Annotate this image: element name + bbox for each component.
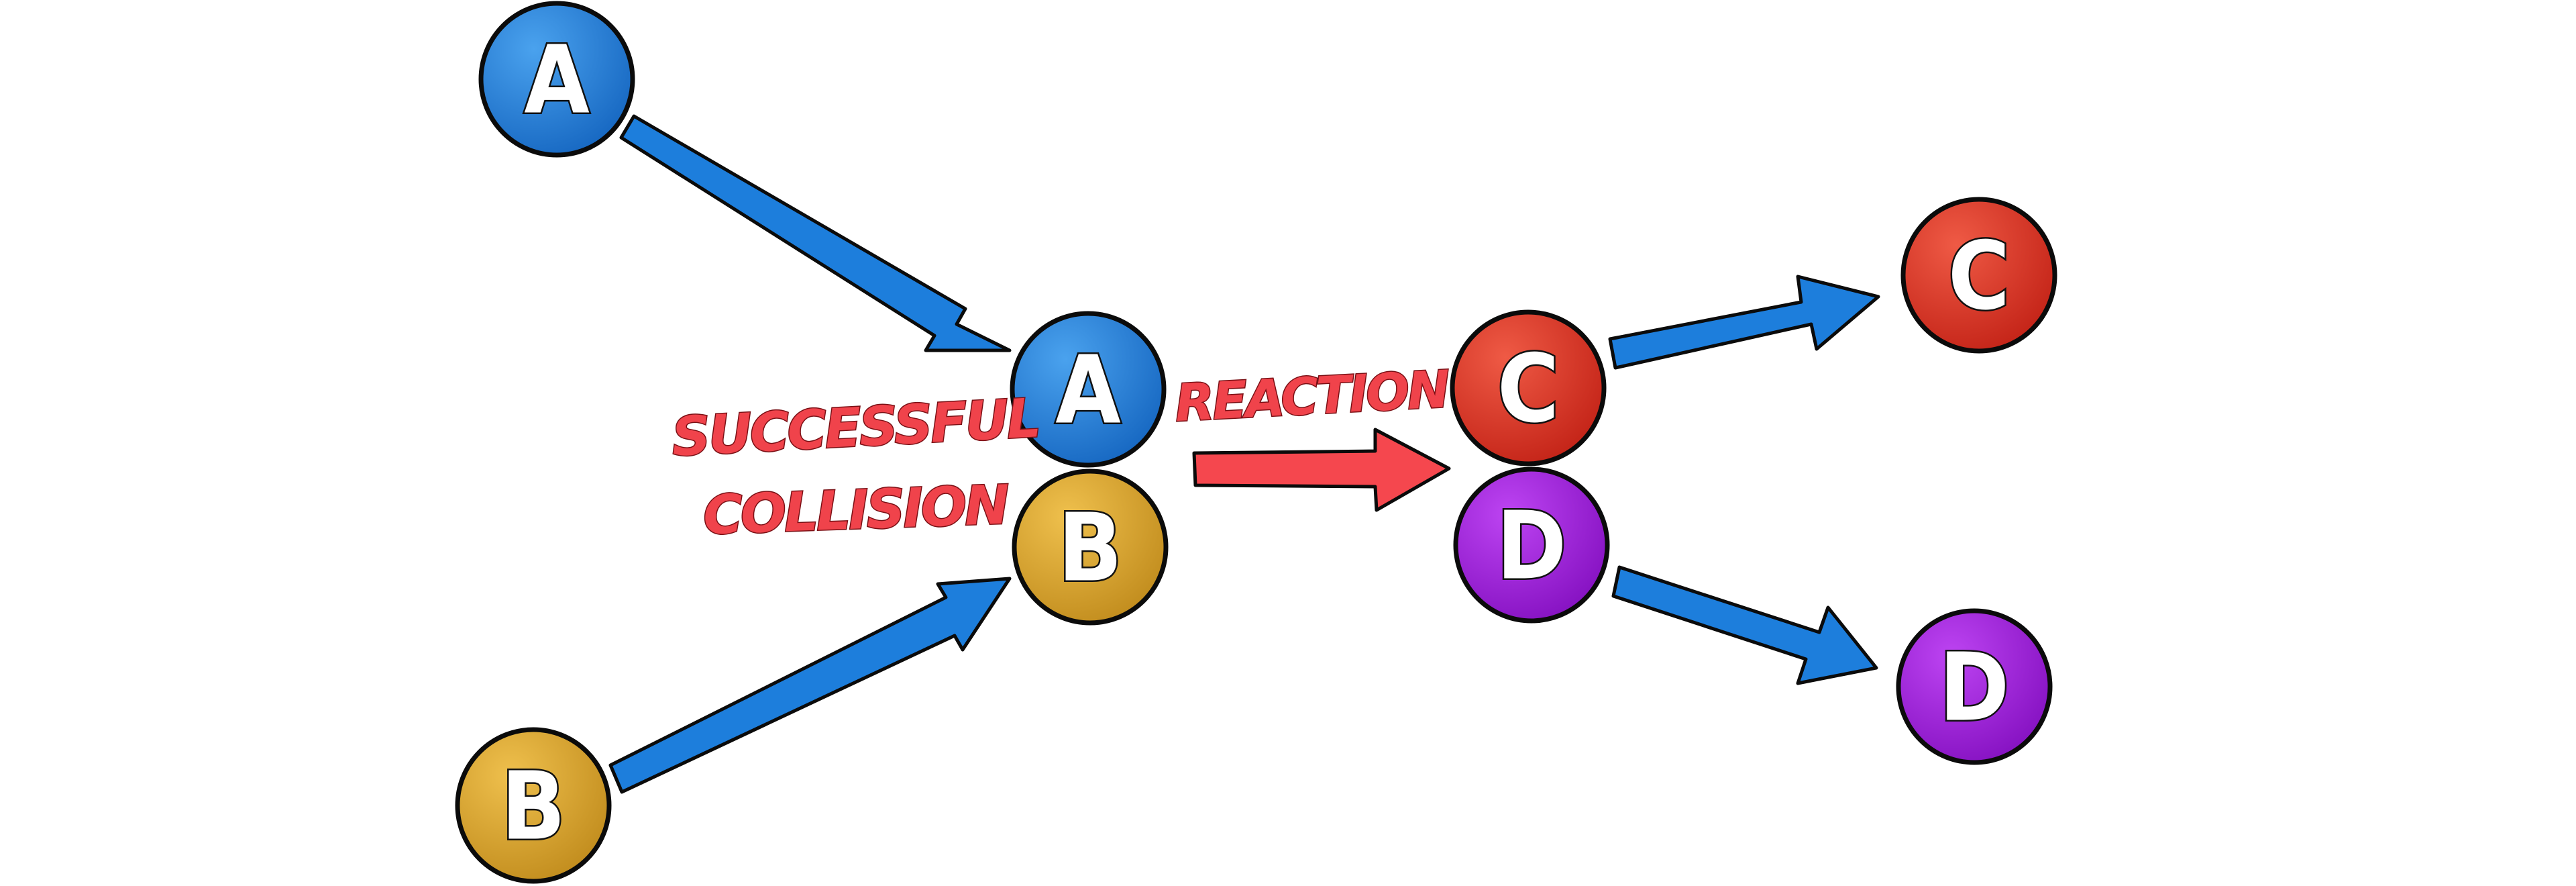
svg-text:B: B (1058, 494, 1122, 603)
particle-reactant-a: A (478, 1, 635, 158)
svg-text:C: C (1497, 335, 1559, 444)
particle-product-d: D (1896, 608, 2053, 765)
arrow-c-to-product-c (1608, 275, 1880, 370)
svg-text:C: C (1948, 222, 2010, 332)
svg-text:D: D (1939, 634, 2010, 743)
svg-text:A: A (1055, 336, 1120, 446)
particle-complex-d: D (1453, 466, 1610, 624)
arrow-b-to-collision (608, 577, 1012, 794)
particle-product-c: C (1900, 197, 2057, 354)
particle-complex-c: C (1450, 309, 1607, 466)
arrow-d-to-product-d (1611, 565, 1878, 685)
svg-text:A: A (524, 26, 589, 136)
reaction-arrow (1192, 428, 1451, 512)
label-successful: SUCCESSFUL (670, 387, 1040, 469)
particle-collision-b: B (1012, 469, 1169, 626)
label-collision: COLLISION (702, 474, 1010, 547)
label-reaction: REACTION (1173, 359, 1451, 433)
particle-collision-a: A (1010, 311, 1167, 468)
svg-text:B: B (501, 752, 566, 862)
arrow-a-to-collision (619, 114, 1012, 352)
svg-text:D: D (1497, 492, 1567, 601)
particle-reactant-b: B (455, 727, 612, 884)
